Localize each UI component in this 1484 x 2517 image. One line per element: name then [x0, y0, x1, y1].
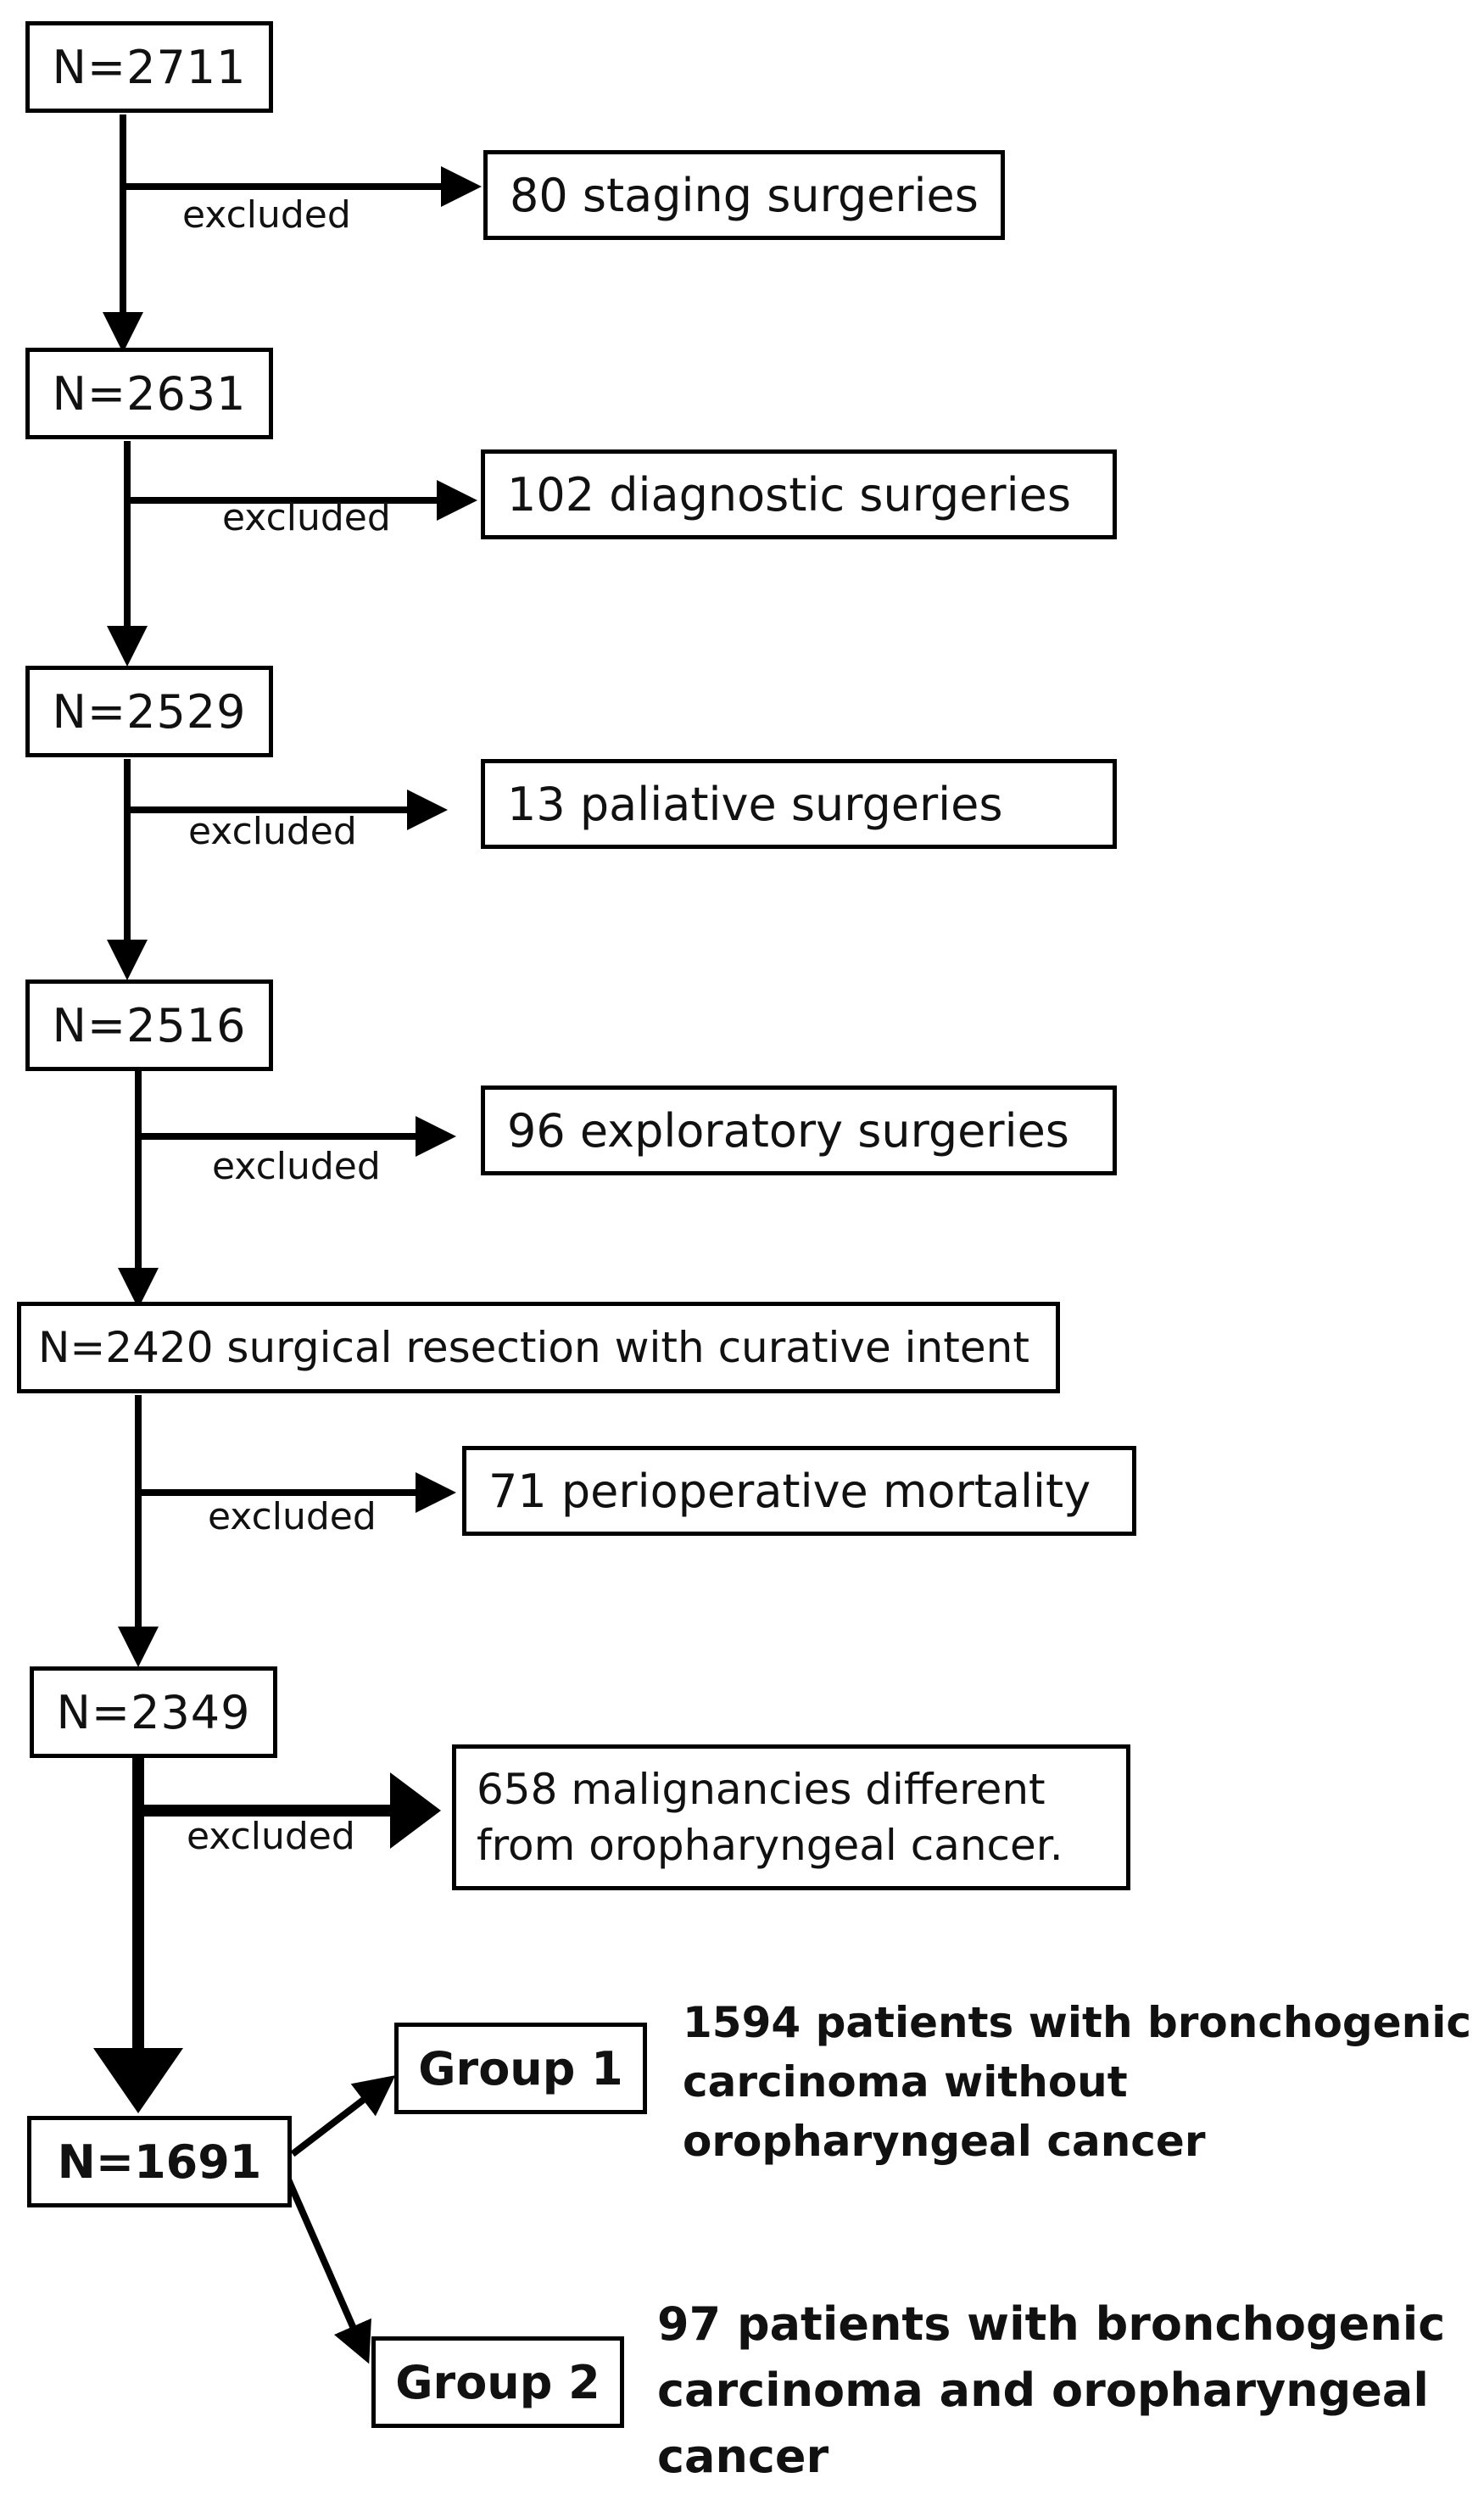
- exclusion-paliative: 13 paliative surgeries: [481, 759, 1117, 849]
- exclusion-exploratory: 96 exploratory surgeries: [481, 1085, 1117, 1175]
- exclusion-staging-label: 80 staging surgeries: [510, 168, 979, 222]
- excluded-label-staging: excluded: [182, 193, 351, 237]
- node-n2529: N=2529: [25, 666, 273, 757]
- exclusion-mortality-label: 71 perioperative mortality: [488, 1464, 1091, 1518]
- big-arrowhead-malignancies: [390, 1772, 441, 1849]
- exclusion-diagnostic: 102 diagnostic surgeries: [481, 449, 1117, 539]
- exclusion-diagnostic-label: 102 diagnostic surgeries: [507, 467, 1071, 522]
- node-n1691: N=1691: [27, 2116, 292, 2207]
- node-n2420: N=2420 surgical resection with curative …: [17, 1302, 1060, 1393]
- node-n2711: N=2711: [25, 21, 273, 113]
- node-n2529-label: N=2529: [52, 684, 247, 739]
- excluded-label-paliative: excluded: [188, 810, 357, 853]
- exclusion-paliative-label: 13 paliative surgeries: [507, 777, 1003, 831]
- group2-label: Group 2: [395, 2355, 600, 2409]
- node-n2516: N=2516: [25, 979, 273, 1071]
- group1-label: Group 1: [418, 2041, 623, 2096]
- exclusion-malignancies: 658 malignancies different from orophary…: [452, 1744, 1130, 1890]
- excluded-label-diagnostic: excluded: [222, 496, 391, 539]
- arrow-1691-to-group1: [290, 2075, 396, 2157]
- node-n2420-label: N=2420 surgical resection with curative …: [38, 1323, 1029, 1372]
- node-n2349-label: N=2349: [56, 1685, 251, 1739]
- group2-description: 97 patients with bronchogenic carcinoma …: [657, 2297, 1446, 2483]
- node-n2631-label: N=2631: [52, 366, 247, 421]
- node-n2349: N=2349: [30, 1666, 277, 1758]
- node-n2711-label: N=2711: [52, 40, 247, 94]
- exclusion-exploratory-label: 96 exploratory surgeries: [507, 1103, 1069, 1158]
- big-arrowhead-1691: [93, 2048, 183, 2113]
- excluded-label-exploratory: excluded: [212, 1145, 381, 1188]
- group1-description: 1594 patients with bronchogenic carcinom…: [683, 1998, 1472, 2166]
- node-n2631: N=2631: [25, 348, 273, 439]
- exclusion-malignancies-label: 658 malignancies different from orophary…: [477, 1765, 1063, 1870]
- group1-box: Group 1: [394, 2023, 647, 2114]
- arrow-1691-to-group2: [285, 2178, 371, 2364]
- excluded-label-mortality: excluded: [208, 1495, 377, 1538]
- excluded-label-malignancies: excluded: [187, 1815, 355, 1858]
- exclusion-mortality: 71 perioperative mortality: [462, 1446, 1136, 1536]
- group2-box: Group 2: [371, 2336, 624, 2428]
- node-n2516-label: N=2516: [52, 998, 247, 1052]
- exclusion-staging: 80 staging surgeries: [483, 150, 1005, 240]
- node-n1691-label: N=1691: [57, 2135, 262, 2189]
